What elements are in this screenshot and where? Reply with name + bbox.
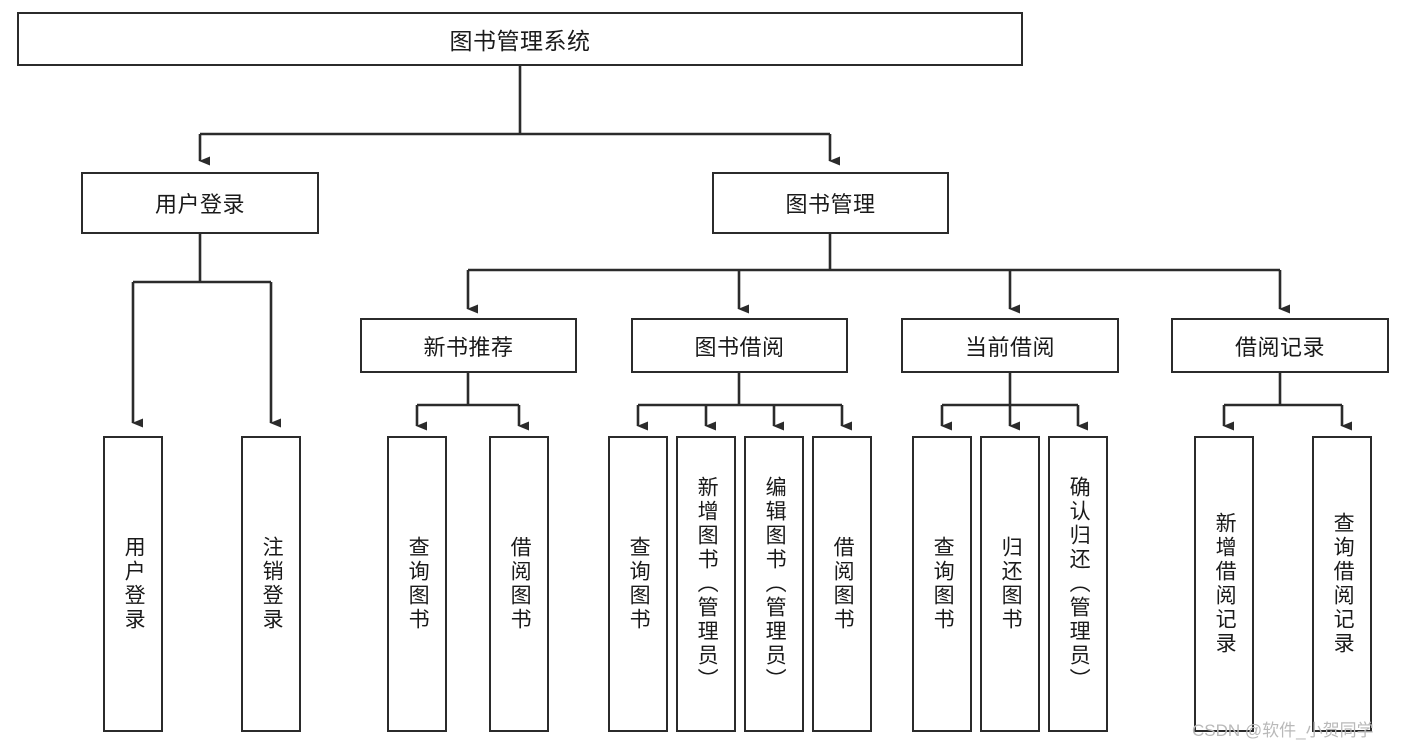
leaf-current-confirm-return-admin[interactable]: 确认归还（管理员） [1048, 436, 1108, 732]
node-label: 图书管理 [785, 192, 876, 217]
node-label: 编辑图书（管理员） [763, 476, 787, 692]
csdn-watermark: CSDN @软件_小贺同学 [1192, 721, 1374, 740]
node-root-system[interactable]: 图书管理系统 [17, 12, 1023, 66]
node-label: 借阅图书 [508, 536, 532, 632]
node-label: 归还图书 [999, 536, 1023, 632]
node-label: 图书管理系统 [449, 28, 591, 54]
leaf-current-return-book[interactable]: 归还图书 [980, 436, 1040, 732]
leaf-newbook-query-book[interactable]: 查询图书 [387, 436, 447, 732]
leaf-user-login-login[interactable]: 用户登录 [103, 436, 163, 732]
node-label: 用户登录 [122, 536, 146, 632]
leaf-record-query-record[interactable]: 查询借阅记录 [1312, 436, 1372, 732]
node-borrow-record[interactable]: 借阅记录 [1171, 318, 1389, 373]
node-current-borrow[interactable]: 当前借阅 [901, 318, 1119, 373]
node-label: 查询借阅记录 [1331, 512, 1355, 656]
leaf-user-login-logout[interactable]: 注销登录 [241, 436, 301, 732]
leaf-record-add-record[interactable]: 新增借阅记录 [1194, 436, 1254, 732]
node-label: 借阅记录 [1234, 334, 1325, 360]
leaf-newbook-borrow-book[interactable]: 借阅图书 [489, 436, 549, 732]
leaf-borrow-query-book[interactable]: 查询图书 [608, 436, 668, 732]
leaf-borrow-borrow-book[interactable]: 借阅图书 [812, 436, 872, 732]
node-label: 注销登录 [260, 536, 284, 632]
leaf-borrow-edit-book-admin[interactable]: 编辑图书（管理员） [744, 436, 804, 732]
node-user-login[interactable]: 用户登录 [81, 172, 319, 234]
leaf-current-query-book[interactable]: 查询图书 [912, 436, 972, 732]
node-label: 新书推荐 [423, 334, 514, 360]
node-label: 查询图书 [931, 536, 955, 632]
node-book-borrow[interactable]: 图书借阅 [631, 318, 848, 373]
node-label: 借阅图书 [831, 536, 855, 632]
node-label: 查询图书 [406, 536, 430, 632]
leaf-borrow-add-book-admin[interactable]: 新增图书（管理员） [676, 436, 736, 732]
node-label: 当前借阅 [964, 334, 1055, 360]
node-book-management[interactable]: 图书管理 [712, 172, 949, 234]
node-label: 新增图书（管理员） [695, 476, 719, 692]
node-label: 查询图书 [627, 536, 651, 632]
node-label: 用户登录 [154, 192, 245, 217]
node-label: 新增借阅记录 [1213, 512, 1237, 656]
node-new-book-recommend[interactable]: 新书推荐 [360, 318, 577, 373]
node-label: 图书借阅 [694, 334, 785, 360]
node-label: 确认归还（管理员） [1067, 476, 1091, 692]
